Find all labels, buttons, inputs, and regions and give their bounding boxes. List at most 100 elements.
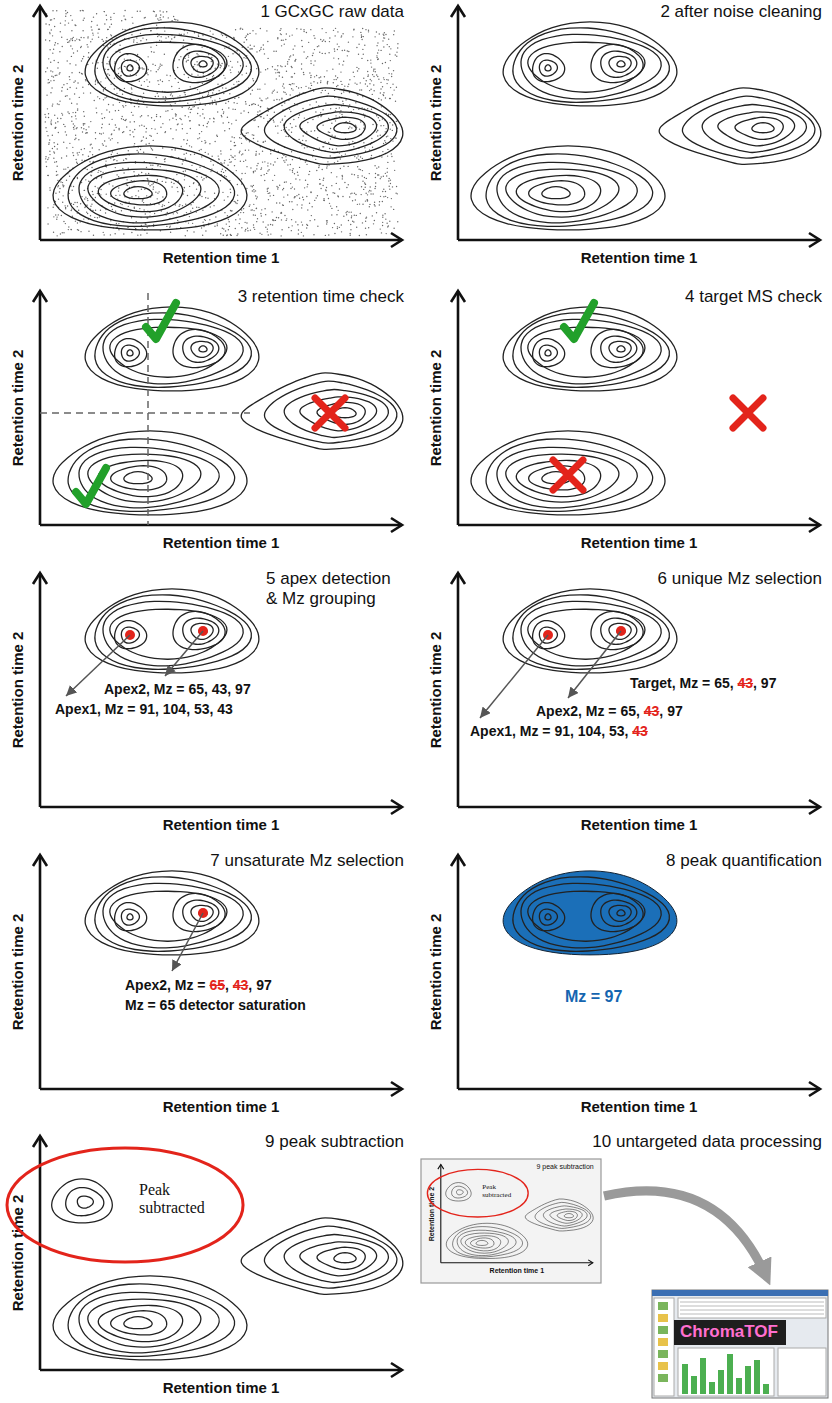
noise-dot: [71, 210, 72, 211]
noise-dot: [364, 116, 365, 117]
noise-dot: [265, 98, 266, 99]
noise-dot: [139, 208, 140, 209]
noise-dot: [189, 120, 190, 121]
noise-dot: [322, 41, 323, 42]
noise-dot: [134, 207, 135, 208]
noise-dot: [97, 96, 98, 97]
noise-dot: [348, 41, 349, 42]
noise-dot: [119, 44, 120, 45]
noise-dot: [73, 123, 74, 124]
noise-dot: [53, 76, 54, 77]
noise-dot: [147, 178, 148, 179]
noise-dot: [354, 82, 355, 83]
noise-dot: [249, 206, 250, 207]
noise-dot: [281, 212, 282, 213]
noise-dot: [233, 201, 234, 202]
noise-dot: [93, 34, 94, 35]
noise-dot: [367, 60, 368, 61]
noise-dot: [334, 35, 335, 36]
noise-dot: [230, 192, 231, 193]
noise-dot: [70, 45, 71, 46]
noise-dot: [367, 71, 368, 72]
noise-dot: [273, 99, 274, 100]
noise-dot: [48, 79, 49, 80]
noise-dot: [91, 167, 92, 168]
noise-dot: [73, 128, 74, 129]
noise-dot: [385, 131, 386, 132]
noise-dot: [91, 203, 92, 204]
noise-dot: [285, 220, 286, 221]
noise-dot: [100, 171, 101, 172]
noise-dot: [177, 212, 178, 213]
noise-dot: [80, 47, 81, 48]
noise-dot: [50, 80, 51, 81]
noise-dot: [199, 166, 200, 167]
noise-dot: [108, 69, 109, 70]
noise-dot: [156, 25, 157, 26]
noise-dot: [192, 223, 193, 224]
noise-dot: [138, 106, 139, 107]
noise-dot: [306, 131, 307, 132]
noise-dot: [117, 227, 118, 228]
noise-dot: [175, 115, 176, 116]
noise-dot: [139, 125, 140, 126]
noise-dot: [110, 158, 111, 159]
noise-dot: [253, 210, 254, 211]
noise-dot: [386, 79, 387, 80]
noise-dot: [369, 90, 370, 91]
noise-dot: [82, 86, 83, 87]
noise-dot: [301, 68, 302, 69]
noise-dot: [150, 70, 151, 71]
noise-dot: [275, 126, 276, 127]
noise-dot: [153, 11, 154, 12]
noise-dot: [330, 138, 331, 139]
noise-dot: [73, 52, 74, 53]
noise-dot: [302, 197, 303, 198]
noise-dot: [308, 87, 309, 88]
noise-dot: [85, 132, 86, 133]
noise-dot: [211, 61, 212, 62]
noise-dot: [309, 203, 310, 204]
noise-dot: [86, 132, 87, 133]
noise-dot: [75, 115, 76, 116]
noise-dot: [237, 233, 238, 234]
noise-dot: [382, 151, 383, 152]
noise-dot: [110, 234, 111, 235]
noise-dot: [282, 118, 283, 119]
noise-dot: [220, 65, 221, 66]
noise-dot: [53, 151, 54, 152]
noise-dot: [285, 156, 286, 157]
noise-dot: [342, 101, 343, 102]
noise-dot: [376, 74, 377, 75]
noise-dot: [53, 216, 54, 217]
noise-dot: [95, 107, 96, 108]
noise-dot: [365, 83, 366, 84]
noise-dot: [298, 87, 299, 88]
noise-dot: [116, 160, 117, 161]
noise-dot: [320, 39, 321, 40]
noise-dot: [281, 34, 282, 35]
noise-dot: [377, 130, 378, 131]
noise-dot: [251, 48, 252, 49]
noise-dot: [375, 173, 376, 174]
noise-dot: [287, 194, 288, 195]
noise-dot: [228, 122, 229, 123]
noise-dot: [241, 154, 242, 155]
noise-dot: [395, 54, 396, 55]
noise-dot: [263, 118, 264, 119]
noise-dot: [81, 73, 82, 74]
noise-dot: [71, 120, 72, 121]
noise-dot: [302, 46, 303, 47]
noise-dot: [213, 164, 214, 165]
noise-dot: [66, 179, 67, 180]
noise-dot: [319, 183, 320, 184]
noise-dot: [252, 48, 253, 49]
noise-dot: [329, 148, 330, 149]
noise-dot: [128, 206, 129, 207]
noise-dot: [50, 92, 51, 93]
noise-dot: [170, 75, 171, 76]
noise-dot: [91, 29, 92, 30]
noise-dot: [87, 213, 88, 214]
noise-dot: [338, 58, 339, 59]
noise-dot: [73, 155, 74, 156]
